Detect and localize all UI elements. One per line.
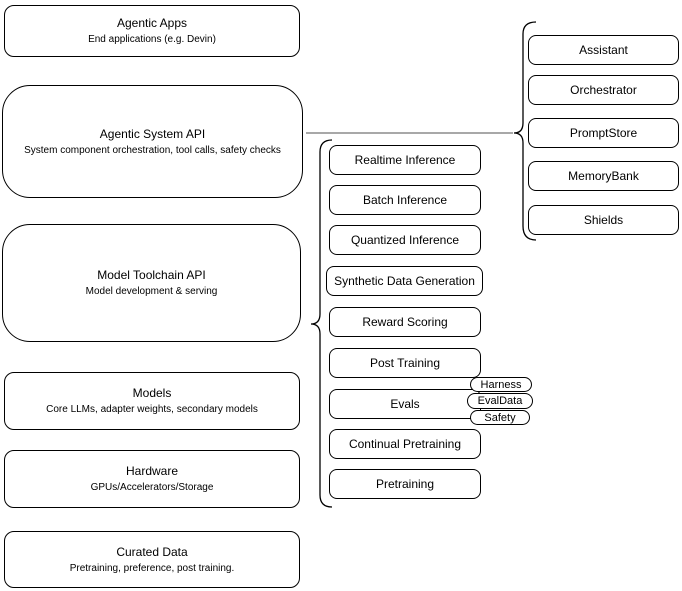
tag-safety: Safety <box>470 410 530 425</box>
node-title: Models <box>132 386 172 400</box>
node-batch-inference: Batch Inference <box>329 185 481 215</box>
node-subtitle: GPUs/Accelerators/Storage <box>90 482 214 493</box>
node-subtitle: System component orchestration, tool cal… <box>24 144 281 156</box>
node-post-training: Post Training <box>329 348 481 378</box>
node-models: Models Core LLMs, adapter weights, secon… <box>4 372 300 430</box>
node-synthetic-data-generation: Synthetic Data Generation <box>326 266 483 296</box>
node-title: Model Toolchain API <box>97 268 206 282</box>
node-subtitle: Pretraining, preference, post training. <box>69 562 235 574</box>
node-realtime-inference: Realtime Inference <box>329 145 481 175</box>
node-title: Curated Data <box>116 544 188 559</box>
node-curated-data: Curated Data Pretraining, preference, po… <box>4 531 300 588</box>
node-title: Hardware <box>125 464 179 478</box>
node-memorybank: MemoryBank <box>528 161 679 191</box>
tag-evaldata: EvalData <box>467 393 533 409</box>
node-quantized-inference: Quantized Inference <box>329 225 481 255</box>
node-subtitle: End applications (e.g. Devin) <box>88 34 216 45</box>
node-hardware: Hardware GPUs/Accelerators/Storage <box>4 450 300 508</box>
node-continual-pretraining: Continual Pretraining <box>329 429 481 459</box>
node-assistant: Assistant <box>528 35 679 65</box>
node-subtitle: Model development & serving <box>85 286 218 297</box>
node-agentic-system-api: Agentic System API System component orch… <box>2 85 303 198</box>
node-agentic-apps: Agentic Apps End applications (e.g. Devi… <box>4 5 300 57</box>
node-title: Agentic System API <box>99 126 206 141</box>
node-shields: Shields <box>528 205 679 235</box>
node-reward-scoring: Reward Scoring <box>329 307 481 337</box>
node-model-toolchain-api: Model Toolchain API Model development & … <box>2 224 301 342</box>
node-pretraining: Pretraining <box>329 469 481 499</box>
node-orchestrator: Orchestrator <box>528 75 679 105</box>
node-subtitle: Core LLMs, adapter weights, secondary mo… <box>46 404 258 415</box>
node-promptstore: PromptStore <box>528 118 679 148</box>
node-title: Agentic Apps <box>116 16 188 30</box>
tag-harness: Harness <box>470 377 532 392</box>
node-evals: Evals <box>329 389 481 419</box>
